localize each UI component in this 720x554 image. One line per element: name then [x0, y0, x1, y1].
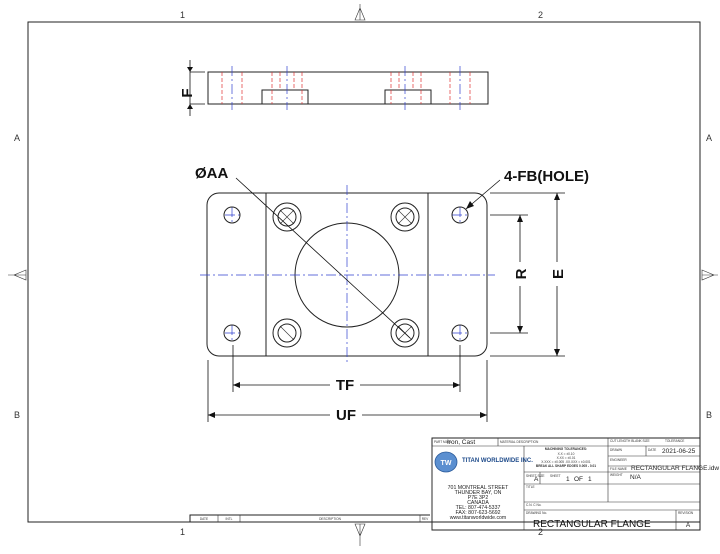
svg-text:SHEET SIZE: SHEET SIZE: [526, 474, 545, 478]
svg-text:FILE NAME: FILE NAME: [610, 467, 627, 471]
center-mark-arrows: [8, 4, 718, 546]
svg-text:FAX: 807-623-5692: FAX: 807-623-5692: [456, 510, 501, 516]
svg-text:C.N. C No.: C.N. C No.: [526, 503, 542, 507]
svg-text:TOLERANCE: TOLERANCE: [665, 439, 684, 443]
svg-text:INTL: INTL: [226, 517, 233, 521]
dim-label-aa: ØAA: [195, 165, 229, 182]
svg-text:X.XX = ±0.01: X.XX = ±0.01: [557, 456, 576, 460]
svg-text:1: 1: [588, 476, 592, 483]
svg-text:TW: TW: [441, 460, 452, 467]
dim-label-r: R: [513, 268, 530, 279]
drawing-frame: [27, 21, 701, 523]
zone-label-b: B: [14, 410, 20, 420]
file-name: RECTANGULAR FLANGE.idw: [631, 465, 719, 472]
svg-text:TEL: 807-474-5337: TEL: 807-474-5337: [456, 505, 501, 511]
svg-text:WEIGHT: WEIGHT: [610, 473, 623, 477]
svg-text:MATERIAL DESCRIPTION: MATERIAL DESCRIPTION: [500, 440, 539, 444]
svg-text:www.titanworldwide.com: www.titanworldwide.com: [450, 515, 507, 521]
svg-text:TITAN WORLDWIDE INC.: TITAN WORLDWIDE INC.: [462, 458, 533, 464]
dim-label-f: F: [179, 88, 196, 97]
svg-text:DESCRIPTION: DESCRIPTION: [319, 517, 341, 521]
svg-text:TITLE: TITLE: [526, 485, 535, 489]
svg-text:P7E 3P2: P7E 3P2: [468, 495, 489, 501]
svg-text:X.X = ±0.10: X.X = ±0.10: [558, 452, 575, 456]
dim-label-uf: UF: [336, 407, 356, 424]
svg-text:X.XXX = ±0.005 .XX.XXX = ±0.0: X.XXX = ±0.005 .XX.XXX = ±0.001: [541, 460, 591, 464]
svg-text:CUT LENGTH BLANK SIZE: CUT LENGTH BLANK SIZE: [610, 439, 650, 443]
svg-text:1: 1: [566, 476, 570, 483]
part-material: Iron, Cast: [447, 439, 475, 446]
company-address: 701 MONTREAL STREET THUNDER BAY, ON P7E …: [448, 485, 509, 521]
zone-label-1: 1: [180, 10, 185, 20]
svg-text:BREAK ALL SHARP EDGES 0.005 -: BREAK ALL SHARP EDGES 0.005 - 0.01: [536, 464, 596, 468]
svg-text:A: A: [534, 476, 539, 483]
svg-text:THUNDER BAY, ON: THUNDER BAY, ON: [455, 490, 502, 496]
weight: N/A: [630, 474, 642, 481]
svg-text:OF: OF: [574, 476, 583, 483]
revision-table: DATE INTL DESCRIPTION REV: [189, 514, 430, 523]
svg-text:DATE: DATE: [200, 517, 208, 521]
svg-text:PART MAT'L: PART MAT'L: [434, 440, 452, 444]
drawing-date: 2021-06-25: [662, 448, 696, 455]
revision-letter: A: [686, 522, 691, 529]
svg-text:REV: REV: [422, 517, 429, 521]
svg-text:ENGINEER: ENGINEER: [610, 458, 627, 462]
svg-text:DRAWN: DRAWN: [610, 448, 623, 452]
zone-label-b-right: B: [706, 410, 712, 420]
zone-label-2-bottom: 2: [538, 527, 543, 537]
titan-logo: TW TITAN WORLDWIDE INC.: [434, 451, 533, 473]
dim-label-e: E: [550, 269, 567, 279]
zone-label-1-bottom: 1: [180, 527, 185, 537]
drawing-number: RECTANGULAR FLANGE: [533, 519, 651, 530]
svg-text:CANADA: CANADA: [467, 500, 489, 506]
plan-view: ØAA 4-FB(HOLE) R E TF UF: [195, 165, 589, 424]
zone-label-a: A: [14, 133, 20, 143]
svg-text:SHEET: SHEET: [550, 474, 561, 478]
title-block: PART MAT'L Iron, Cast MATERIAL DESCRIPTI…: [431, 437, 719, 531]
svg-text:REVISION: REVISION: [678, 511, 694, 515]
dim-label-fb: 4-FB(HOLE): [504, 168, 589, 185]
svg-text:MACHINING TOLERANCES:: MACHINING TOLERANCES:: [545, 447, 587, 451]
svg-text:DRAWING No.: DRAWING No.: [526, 511, 547, 515]
zone-label-a-right: A: [706, 133, 712, 143]
side-view: F: [179, 60, 489, 116]
zone-label-2: 2: [538, 10, 543, 20]
dim-label-tf: TF: [336, 377, 354, 394]
svg-text:DATE: DATE: [648, 448, 656, 452]
svg-text:701 MONTREAL STREET: 701 MONTREAL STREET: [448, 485, 509, 491]
